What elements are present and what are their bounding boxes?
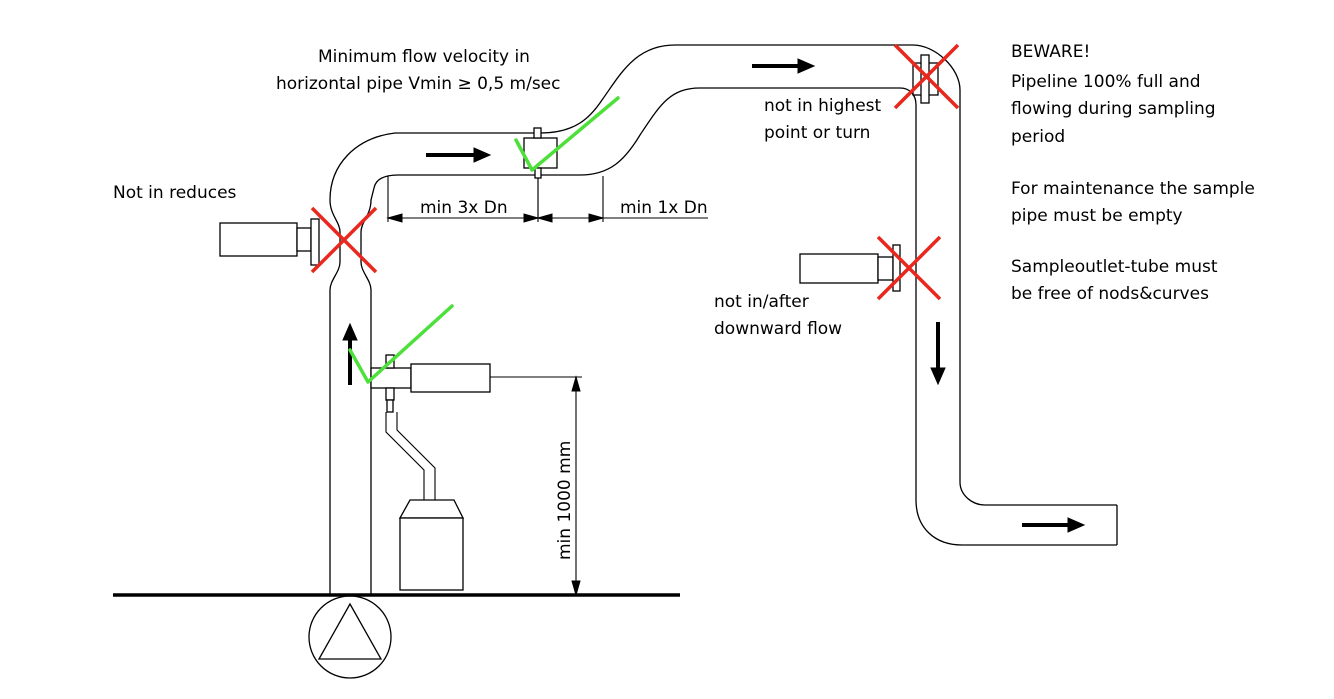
- min-1x-dn-label: min 1x Dn: [620, 198, 708, 218]
- notes-block: BEWARE! Pipeline 100% full and flowing d…: [1011, 42, 1255, 304]
- flow-arrow-up: [342, 322, 358, 385]
- dimension-horizontal: [386, 176, 708, 223]
- maintenance-line2: pipe must be empty: [1011, 206, 1183, 226]
- velocity-label-line2: horizontal pipe Vmin ≥ 0,5 m/sec: [276, 74, 561, 94]
- outlet-line2: be free of nods&curves: [1011, 284, 1209, 304]
- correct-mark: [514, 96, 620, 172]
- pump: [308, 595, 392, 679]
- maintenance-line1: For maintenance the sample: [1011, 179, 1255, 199]
- min-1000-mm-label: min 1000 mm: [555, 441, 575, 560]
- flow-arrow-right-2: [752, 58, 816, 74]
- sampler-downward-flow: [799, 235, 942, 301]
- sampler-rising-pipe: [348, 304, 491, 401]
- pipeline-inner-wall: [360, 87, 1117, 596]
- sample-outlet-tube: [385, 399, 436, 515]
- beware-line2: Pipeline 100% full and: [1011, 72, 1201, 92]
- flow-arrow-down: [930, 322, 946, 386]
- not-in-reduces-label: Not in reduces: [113, 183, 237, 203]
- downward-flow-label-line1: not in/after: [714, 292, 809, 312]
- sampler-at-reduction: [219, 206, 378, 274]
- sampler-horizontal-pipe: [514, 96, 620, 218]
- highest-point-label-line2: point or turn: [764, 123, 870, 143]
- flow-arrow-right-3: [1022, 517, 1086, 533]
- outlet-line1: Sampleoutlet-tube must: [1011, 257, 1218, 277]
- min-3x-dn-label: min 3x Dn: [420, 198, 508, 218]
- flow-arrow-right-1: [426, 147, 492, 163]
- beware-title: BEWARE!: [1011, 42, 1090, 62]
- downward-flow-label-line2: downward flow: [714, 319, 842, 339]
- sampler-highest-point: [893, 43, 960, 110]
- highest-point-label-line1: not in highest: [764, 96, 882, 116]
- beware-line3: flowing during sampling: [1011, 99, 1216, 119]
- velocity-label-line1: Minimum flow velocity in: [318, 47, 530, 67]
- pipeline-outer-wall: [329, 44, 1117, 596]
- correct-mark: [348, 304, 454, 384]
- sample-container: [398, 499, 465, 591]
- beware-line4: period: [1011, 127, 1065, 147]
- dimension-vertical: [490, 375, 582, 597]
